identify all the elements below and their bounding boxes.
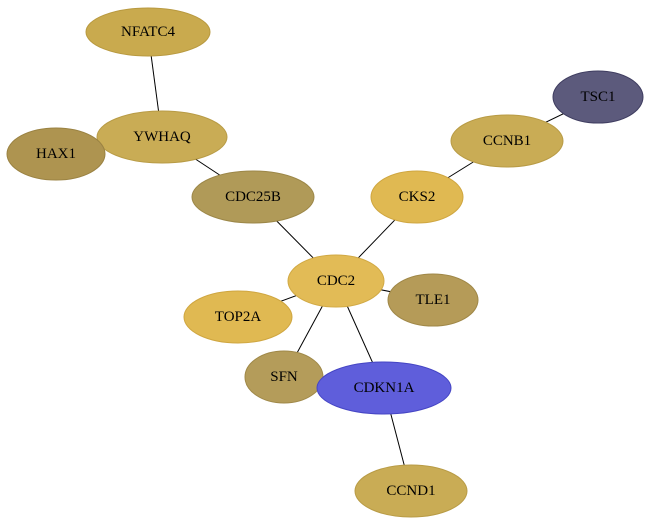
node-label-tle1: TLE1 bbox=[416, 292, 451, 308]
node-tle1: TLE1 bbox=[387, 273, 479, 327]
node-label-nfatc4: NFATC4 bbox=[121, 24, 175, 40]
node-label-sfn: SFN bbox=[270, 369, 298, 385]
node-label-cdkn1a: CDKN1A bbox=[354, 380, 415, 396]
node-label-cks2: CKS2 bbox=[399, 189, 436, 205]
node-shape-top2a bbox=[183, 290, 293, 344]
node-sfn: SFN bbox=[244, 350, 324, 404]
node-shape-tsc1 bbox=[552, 70, 644, 124]
edges-layer bbox=[147, 31, 599, 492]
node-ccnd1: CCND1 bbox=[354, 464, 468, 518]
node-label-hax1: HAX1 bbox=[36, 146, 76, 162]
node-shape-tle1 bbox=[387, 273, 479, 327]
node-shape-cdkn1a bbox=[316, 361, 452, 415]
node-shape-cks2 bbox=[370, 170, 464, 224]
node-shape-hax1 bbox=[6, 127, 106, 181]
node-cdc2: CDC2 bbox=[287, 254, 385, 308]
node-shape-ccnb1 bbox=[450, 114, 564, 168]
node-ywhaq: YWHAQ bbox=[96, 110, 228, 164]
node-label-ywhaq: YWHAQ bbox=[133, 129, 191, 145]
node-shape-cdc2 bbox=[287, 254, 385, 308]
node-nfatc4: NFATC4 bbox=[85, 7, 211, 57]
node-shape-nfatc4 bbox=[85, 7, 211, 57]
node-cdkn1a: CDKN1A bbox=[316, 361, 452, 415]
node-shape-ywhaq bbox=[96, 110, 228, 164]
node-label-cdc25b: CDC25B bbox=[225, 189, 281, 205]
node-ccnb1: CCNB1 bbox=[450, 114, 564, 168]
node-shape-ccnd1 bbox=[354, 464, 468, 518]
node-label-top2a: TOP2A bbox=[215, 309, 262, 325]
node-hax1: HAX1 bbox=[6, 127, 106, 181]
node-shape-cdc25b bbox=[191, 170, 315, 224]
node-label-ccnb1: CCNB1 bbox=[483, 133, 531, 149]
node-label-tsc1: TSC1 bbox=[580, 89, 615, 105]
node-cks2: CKS2 bbox=[370, 170, 464, 224]
node-top2a: TOP2A bbox=[183, 290, 293, 344]
node-cdc25b: CDC25B bbox=[191, 170, 315, 224]
node-label-ccnd1: CCND1 bbox=[386, 483, 435, 499]
node-label-cdc2: CDC2 bbox=[317, 273, 355, 289]
node-tsc1: TSC1 bbox=[552, 70, 644, 124]
